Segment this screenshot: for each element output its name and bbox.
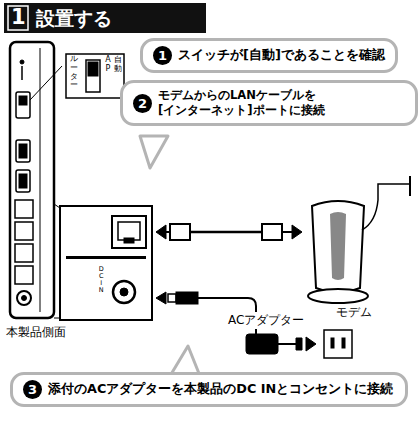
callout-bubble: 2 モデムからのLANケーブルを [インターネット]ポートに接続 bbox=[120, 80, 418, 126]
heading-band bbox=[4, 3, 206, 33]
port-label: DC IN bbox=[98, 266, 105, 295]
switch-label: AP bbox=[104, 56, 112, 74]
switch-label: 自動 bbox=[114, 56, 122, 74]
part-label: モデム bbox=[334, 304, 374, 321]
ac-adapter bbox=[156, 292, 352, 358]
callout-bubble: 1 スイッチが[自動]であることを確認 bbox=[140, 38, 398, 73]
port-inset bbox=[54, 204, 152, 320]
switch-label: ルーター bbox=[70, 55, 78, 90]
heading-number-frame bbox=[8, 6, 28, 30]
part-label: ACアダプター bbox=[226, 312, 306, 329]
view-label: 本製品側面 bbox=[6, 324, 66, 341]
instruction-text: モデムからのLANケーブルを [インターネット]ポートに接続 bbox=[158, 88, 405, 118]
lan-cable bbox=[156, 224, 302, 240]
modem bbox=[308, 176, 410, 303]
step-number: 1 bbox=[153, 46, 172, 65]
heading-title: 設置する bbox=[36, 6, 112, 32]
callout-bubble: 3 添付のACアダプターを本製品のDC INとコンセントに接続 bbox=[10, 372, 408, 407]
instruction-text: スイッチが[自動]であることを確認 bbox=[178, 47, 385, 64]
router-side bbox=[10, 42, 54, 318]
heading-number: 1 bbox=[11, 5, 26, 29]
bubble-tail bbox=[140, 136, 168, 168]
step-number: 3 bbox=[23, 380, 42, 399]
instruction-text: 添付のACアダプターを本製品のDC INとコンセントに接続 bbox=[48, 381, 393, 398]
step-number: 2 bbox=[133, 94, 152, 113]
switch-inset bbox=[30, 54, 124, 100]
